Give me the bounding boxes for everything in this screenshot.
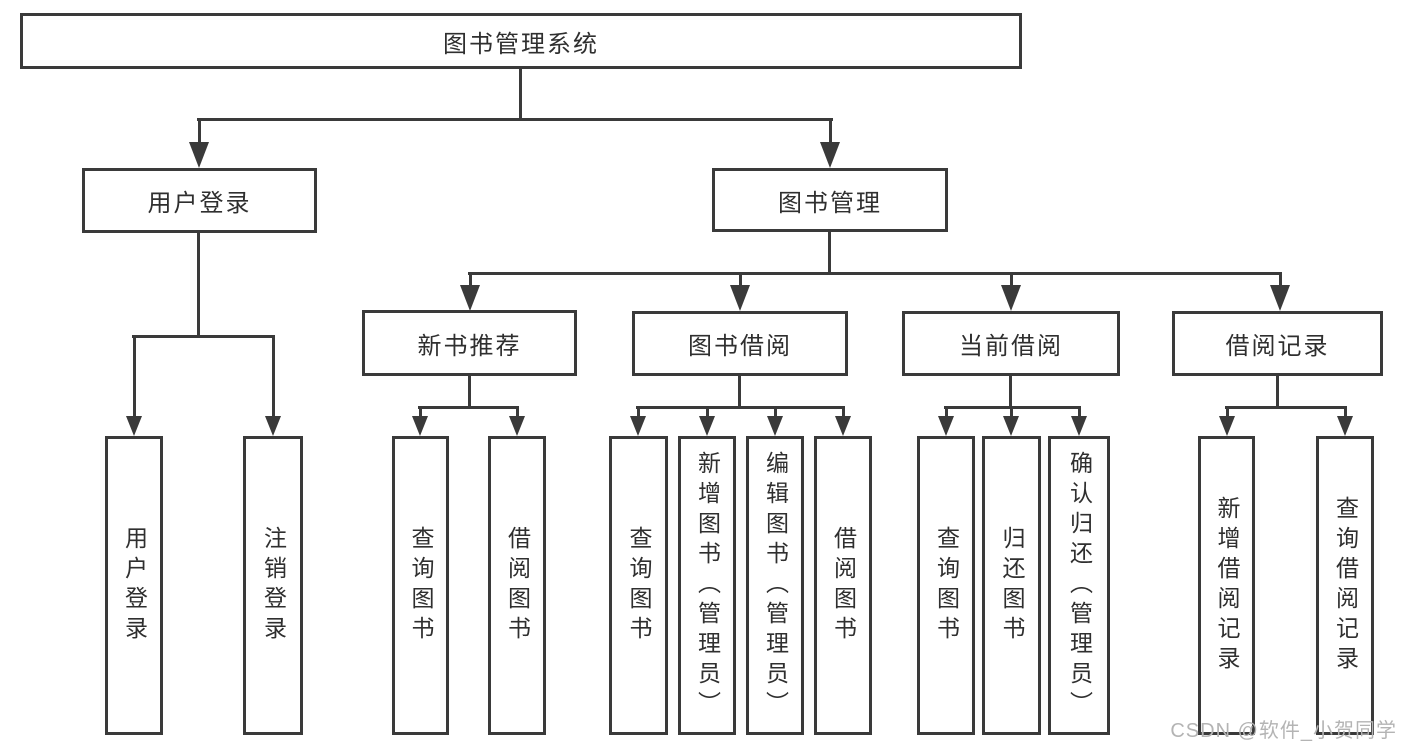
connector-records-stem (1276, 376, 1279, 406)
arrow-head-icon (820, 142, 840, 168)
arrow-to-current-borrowing (1001, 274, 1021, 311)
node-current-borrowing: 当前借阅 (902, 311, 1120, 376)
arrow-to-leaf-edit-books (767, 409, 783, 436)
arrow-head-icon (630, 416, 646, 436)
node-book-borrowing: 图书借阅 (632, 311, 848, 376)
arrow-head-icon (1001, 285, 1021, 311)
leaf-query-books-borrowing: 查询图书 (609, 436, 668, 735)
connector-userlogin-bar (132, 335, 275, 338)
arrow-to-leaf-borrow-books-2 (835, 409, 851, 436)
arrow-head-icon (1270, 285, 1290, 311)
arrow-to-borrowing-records (1270, 274, 1290, 311)
leaf-query-books-current: 查询图书 (917, 436, 975, 735)
arrow-head-icon (460, 285, 480, 311)
arrow-head-icon (767, 416, 783, 436)
arrow-to-user-login (189, 120, 209, 168)
arrow-to-new-book-recommendation (460, 274, 480, 311)
node-user-login-branch: 用户登录 (82, 168, 317, 233)
leaf-logout: 注销登录 (243, 436, 303, 735)
arrow-head-icon (1071, 416, 1087, 436)
connector-newbook-bar (418, 406, 519, 409)
node-library-management-system: 图书管理系统 (20, 13, 1022, 69)
arrow-head-icon (730, 285, 750, 311)
arrow-to-leaf-query-books-1 (412, 409, 428, 436)
connector-currentborrow-stem (1009, 376, 1012, 406)
arrow-to-leaf-user-login (126, 337, 142, 436)
arrow-to-book-borrowing (730, 274, 750, 311)
leaf-add-books-admin: 新增图书（管理员） (678, 436, 736, 735)
arrow-head-icon (1003, 416, 1019, 436)
arrow-to-leaf-query-books-2 (630, 409, 646, 436)
node-new-book-recommendation: 新书推荐 (362, 310, 577, 376)
arrow-to-leaf-borrow-books-1 (509, 409, 525, 436)
arrow-head-icon (938, 416, 954, 436)
connector-newbook-stem (468, 376, 471, 406)
connector-root-stem (519, 69, 522, 118)
leaf-query-borrow-record: 查询借阅记录 (1316, 436, 1374, 735)
leaf-add-borrow-record: 新增借阅记录 (1198, 436, 1255, 735)
arrow-to-book-management (820, 120, 840, 168)
leaf-return-books: 归还图书 (982, 436, 1041, 735)
arrow-head-icon (126, 416, 142, 436)
arrow-to-leaf-logout (265, 337, 281, 436)
leaf-confirm-return-admin: 确认归还（管理员） (1048, 436, 1110, 735)
leaf-borrow-books-recommend: 借阅图书 (488, 436, 546, 735)
node-borrowing-records: 借阅记录 (1172, 311, 1383, 376)
arrow-to-leaf-add-books (699, 409, 715, 436)
arrow-head-icon (509, 416, 525, 436)
leaf-query-books-recommend: 查询图书 (392, 436, 449, 735)
arrow-head-icon (1219, 416, 1235, 436)
arrow-to-leaf-confirm-return (1071, 409, 1087, 436)
csdn-watermark: CSDN @软件_小贺同学 (1170, 720, 1397, 742)
arrow-to-leaf-return-books (1003, 409, 1019, 436)
leaf-edit-books-admin: 编辑图书（管理员） (746, 436, 804, 735)
leaf-borrow-books-borrowing: 借阅图书 (814, 436, 872, 735)
arrow-to-leaf-query-books-3 (938, 409, 954, 436)
arrow-head-icon (412, 416, 428, 436)
connector-bookborrow-bar (636, 406, 845, 409)
arrow-head-icon (835, 416, 851, 436)
node-book-management-branch: 图书管理 (712, 168, 948, 232)
connector-bookmgmt-stem (828, 232, 831, 272)
arrow-head-icon (1337, 416, 1353, 436)
connector-records-bar (1225, 406, 1347, 409)
connector-currentborrow-bar (944, 406, 1081, 409)
connector-bookmgmt-bar (468, 272, 1282, 275)
connector-level1-bar (197, 118, 833, 121)
connector-bookborrow-stem (738, 376, 741, 406)
connector-userlogin-stem (197, 232, 200, 335)
arrow-head-icon (265, 416, 281, 436)
arrow-to-leaf-query-record (1337, 409, 1353, 436)
arrow-to-leaf-add-record (1219, 409, 1235, 436)
arrow-head-icon (699, 416, 715, 436)
arrow-head-icon (189, 142, 209, 168)
leaf-user-login: 用户登录 (105, 436, 163, 735)
